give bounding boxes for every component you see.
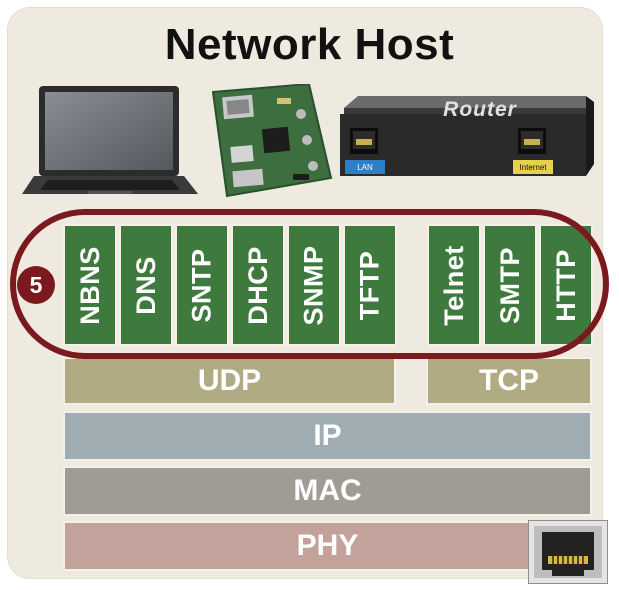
mac-layer: MAC — [63, 466, 592, 516]
app-dhcp: DHCP — [231, 224, 285, 346]
diagram-title: Network Host — [164, 20, 455, 69]
internet-port-label: Internet — [513, 160, 553, 174]
app-telnet: Telnet — [427, 224, 481, 346]
ip-layer: IP — [63, 411, 592, 461]
app-tftp: TFTP — [343, 224, 397, 346]
app-sntp: SNTP — [175, 224, 229, 346]
app-dns: DNS — [119, 224, 173, 346]
udp-layer: UDP — [63, 357, 396, 405]
app-snmp: SNMP — [287, 224, 341, 346]
router-label: Router — [443, 98, 517, 121]
step-badge: 5 — [17, 266, 55, 304]
application-highlight-oval — [10, 209, 609, 359]
ethernet-jack-icon — [528, 520, 608, 584]
laptop-icon — [22, 86, 198, 194]
dev-board-icon — [211, 84, 333, 198]
phy-layer: PHY — [63, 521, 592, 571]
lan-port-label: LAN — [345, 160, 385, 174]
tcp-layer: TCP — [426, 357, 592, 405]
router-icon — [340, 96, 594, 176]
